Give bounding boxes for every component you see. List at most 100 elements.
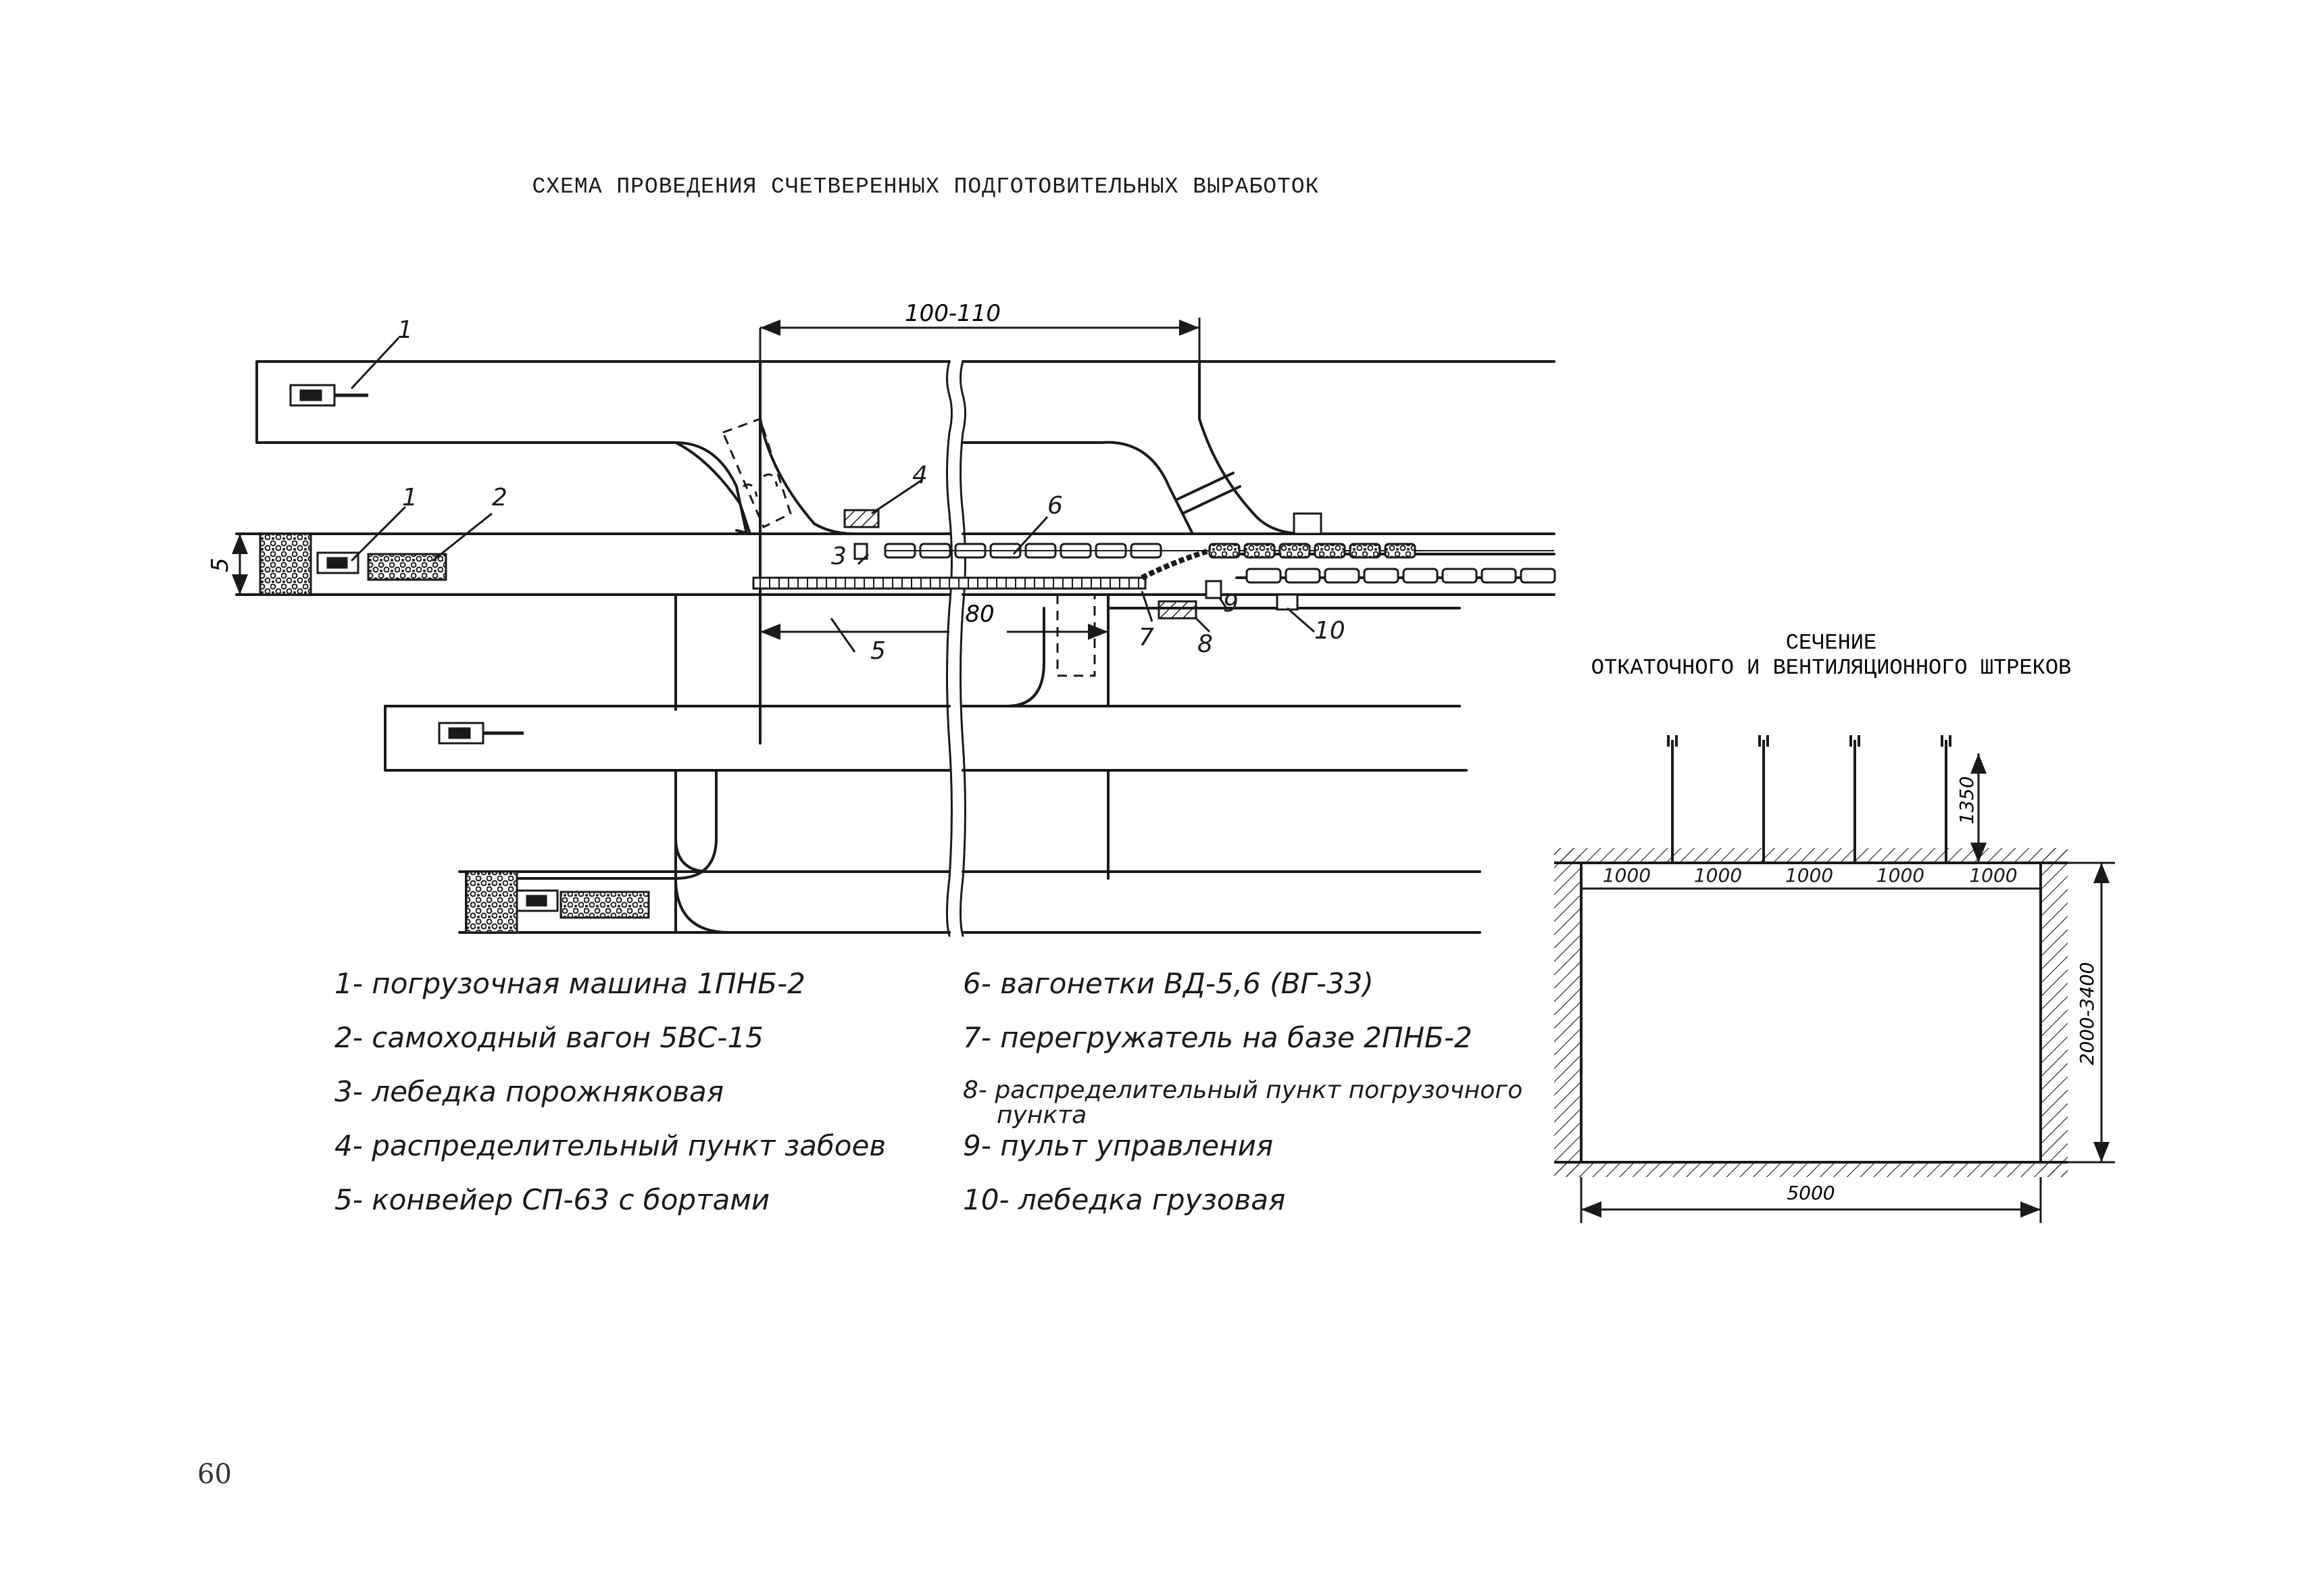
control-panel-9 [1205, 580, 1222, 599]
lower-cars-train [1245, 568, 1556, 584]
callout-8: 8 [1197, 630, 1213, 658]
cross-cut-left [674, 593, 1481, 934]
legend-item-4: 4- распределительный пункт забоев [334, 1129, 886, 1162]
load-winch-10 [1276, 593, 1299, 611]
conveyor-5 [752, 548, 1211, 590]
loaded-mine-car [1243, 543, 1276, 559]
shuttle-car-icon [367, 553, 447, 581]
callout-6: 6 [1047, 492, 1063, 520]
height-dim [2068, 862, 2115, 1164]
loader-icon [316, 551, 359, 574]
width-dim [1580, 1177, 2042, 1223]
section-title-1: СЕЧЕНИЕ [1786, 630, 1876, 655]
branch-upper-inner [759, 360, 856, 535]
loaded-mine-car [1208, 543, 1241, 559]
dimension-top: 100-110 [905, 300, 1001, 327]
callout-10: 10 [1314, 617, 1345, 645]
diagram-title: СХЕМА ПРОВЕДЕНИЯ СЧЕТВЕРЕННЫХ ПОДГОТОВИТ… [532, 174, 1320, 199]
legend-item-2: 2- самоходный вагон 5ВС-15 [334, 1021, 764, 1054]
callout-7: 7 [1139, 624, 1154, 651]
mine-car [1363, 568, 1399, 584]
drift-row-5 [465, 769, 718, 880]
loader-machines [289, 384, 650, 919]
legend-item-3: 3- лебедка порожняковая [334, 1075, 724, 1108]
branch-upper-outer [674, 441, 751, 535]
mine-car [1480, 568, 1517, 584]
dashed-niches [721, 418, 1096, 677]
height-label: 2000-3400 [2076, 962, 2098, 1066]
mine-car [1324, 568, 1360, 584]
roof-hatch [1554, 848, 2068, 863]
mine-car [1285, 568, 1321, 584]
callout-numbers: 1 1 2 3 4 5 6 7 8 9 10 [397, 316, 1345, 665]
loaded-mine-car [1349, 543, 1381, 559]
legend-item-1: 1- погрузочная машина 1ПНБ-2 [334, 967, 805, 1000]
callout-2: 2 [492, 484, 507, 512]
block-round-corners [674, 705, 1045, 873]
legend-left: 1- погрузочная машина 1ПНБ-2 2- самоходн… [334, 967, 886, 1216]
mine-car [1441, 568, 1478, 584]
dimension-middle: 80 [965, 601, 994, 628]
spacing-label: 1000 [1694, 864, 1742, 887]
legend-item-9: 9- пульт управления [963, 1129, 1273, 1162]
branch-right [962, 360, 1305, 535]
legend-item-7: 7- перегружатель на базе 2ПНБ-2 [963, 1021, 1472, 1054]
empty-winch-3 [853, 543, 868, 560]
plan-dimensions [232, 318, 1201, 640]
callout-1-lower: 1 [402, 484, 418, 512]
callout-leaders [350, 336, 1315, 653]
section-title-2: ОТКАТОЧНОГО И ВЕНТИЛЯЦИОННОГО ШТРЕКОВ [1591, 655, 2072, 680]
niche [1293, 512, 1322, 535]
spacing-label: 1000 [1876, 864, 1924, 887]
gallery-opening [1581, 863, 2041, 1162]
loader-icon [289, 384, 336, 407]
break-line-right [960, 360, 966, 937]
plan-view [235, 360, 1555, 937]
legend-item-8: 8- распределительный пункт погрузочного [963, 1076, 1522, 1104]
legend-right: 6- вагонетки ВД-5,6 (ВГ-33) 7- перегружа… [963, 967, 1522, 1216]
callout-3: 3 [831, 543, 847, 570]
shuttle-car-icon [559, 891, 650, 919]
mine-car [1402, 568, 1439, 584]
callout-9: 9 [1223, 590, 1239, 618]
legend-item-5: 5- конвейер СП-63 с бортами [334, 1183, 770, 1216]
cross-cut-mid [1005, 607, 1110, 880]
legend-item-10: 10- лебедка грузовая [963, 1183, 1285, 1216]
dimension-left: 5 [207, 557, 234, 572]
legend-item-8-cont: пункта [997, 1101, 1087, 1129]
transfer-loader-7 [1141, 548, 1211, 580]
right-wall-hatch [2041, 848, 2068, 1177]
bolt-head-icon [1758, 735, 1769, 747]
mine-car [1245, 568, 1282, 584]
loaded-mine-car [1314, 543, 1346, 559]
drift-row-2 [384, 705, 1468, 772]
distribution-point-8 [1158, 600, 1197, 620]
page-number: 60 [197, 1459, 232, 1490]
distribution-point-4 [843, 509, 880, 528]
callout-4: 4 [912, 462, 928, 489]
drift-upper-blocks [674, 593, 1461, 609]
left-wall-hatch [1554, 848, 1581, 1177]
face-rock-upper [259, 532, 312, 596]
loaded-cars-train [1208, 543, 1416, 559]
floor-hatch [1554, 1162, 2068, 1177]
bolt-head-icon [1941, 735, 1951, 747]
callout-1-upper: 1 [397, 316, 413, 344]
branch-right-link [1174, 472, 1241, 515]
bolt-length-label: 1350 [1956, 776, 1978, 824]
callout-5: 5 [870, 637, 886, 665]
loaded-mine-car [1278, 543, 1311, 559]
bolt-head-icon [1667, 735, 1678, 747]
face-rock-lower [465, 870, 518, 934]
lower-drifts [674, 593, 1461, 711]
width-label: 5000 [1787, 1182, 1835, 1204]
loaded-mine-car [1384, 543, 1416, 559]
spacing-label: 1000 [1785, 864, 1833, 887]
spacing-label: 1000 [1603, 864, 1651, 887]
lower-right-blocks [1107, 705, 1481, 873]
legend-item-6: 6- вагонетки ВД-5,6 (ВГ-33) [963, 967, 1374, 1000]
bolt-head-icon [1849, 735, 1860, 747]
